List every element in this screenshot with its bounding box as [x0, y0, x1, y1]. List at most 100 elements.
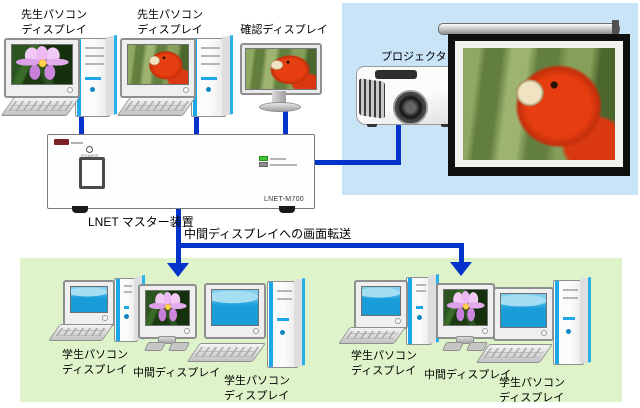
tower-slot [277, 318, 289, 321]
power-button-icon [280, 330, 286, 335]
cable-confirm-display [283, 110, 288, 135]
parrot-screen-image [127, 44, 189, 85]
projector-device [356, 66, 466, 127]
master-foot [72, 206, 88, 213]
student-pc-b1 [338, 274, 450, 347]
tower-slot [85, 77, 101, 80]
power-button-icon [124, 314, 130, 319]
led-label-text [270, 164, 297, 166]
monitor-power-dot [253, 328, 259, 334]
teacher-pc-2-keyboard [116, 97, 196, 116]
keyboard-keys [55, 328, 108, 336]
student-pc-b2-keyboard [475, 344, 553, 363]
projected-parrot-image [463, 48, 615, 160]
drive-bay [124, 285, 132, 287]
cable-teacher-pc1 [79, 116, 84, 135]
keyboard-keys [124, 101, 190, 111]
student-pc-a2-tower [267, 278, 305, 368]
keyboard-keys [345, 331, 400, 339]
tower-stripe [269, 282, 273, 367]
cable-master-to-projector-horizontal [311, 160, 401, 165]
tower-side [294, 278, 305, 367]
blue-screen-image [211, 289, 259, 326]
confirm-display-base [259, 102, 301, 112]
arrow-down-left-icon [167, 263, 189, 277]
status-led-green [259, 156, 268, 161]
tower-stripe [408, 278, 412, 344]
student-pc-a1-keyboard [48, 324, 114, 341]
teacher-pc-1-tower [75, 35, 117, 117]
brand-logo [54, 139, 69, 145]
student-pc-a1 [48, 275, 160, 347]
projector-foot [367, 124, 377, 127]
drive-bay [201, 47, 220, 49]
student-pc-a2-label: 学生パソコン ディスプレイ [224, 375, 290, 402]
drive-bay [124, 291, 132, 293]
student-pc-b2-label: 学生パソコン ディスプレイ [499, 377, 565, 404]
teacher-pc-1-label: 先生パソコン ディスプレイ [21, 9, 87, 36]
middle-display-2-label: 中間ディスプレイ [424, 369, 512, 381]
power-button-icon [417, 315, 423, 320]
teacher-pc-2-tower [191, 35, 233, 117]
student-pc-a1-monitor [63, 280, 115, 326]
middle-display-1-monitor [138, 284, 197, 339]
student-pc-b1-monitor [354, 280, 408, 329]
monitor-power-dot [102, 315, 108, 321]
projector-lens-icon [393, 90, 428, 125]
monitor-power-dot [183, 87, 189, 93]
drive-bay [277, 298, 292, 300]
projector-label: プロジェクタ [381, 51, 447, 63]
projector-foot [441, 124, 451, 127]
arrow-down-right-icon [450, 262, 472, 276]
cable-branch-horizontal [176, 243, 464, 248]
power-button-icon [205, 87, 211, 92]
student-pc-a1-label: 学生パソコン ディスプレイ [62, 349, 128, 376]
teacher-pc-1-monitor [4, 38, 80, 98]
projector-vents [359, 78, 385, 119]
brand-logo-text [71, 142, 83, 144]
teacher-pc-2 [116, 35, 233, 119]
tower-side [106, 35, 117, 116]
screen-bracket [612, 20, 619, 34]
blue-screen-image [70, 286, 108, 313]
teacher-pc-2-monitor [120, 38, 196, 98]
drive-bay [85, 55, 104, 57]
drive-bay [277, 290, 292, 292]
tower-slot [201, 77, 217, 80]
flower-screen-image [443, 289, 488, 326]
monitor-power-dot [395, 318, 401, 324]
tower-stripe [116, 279, 120, 341]
teacher-pc-1-keyboard [0, 97, 80, 116]
blue-screen-image [500, 293, 547, 328]
confirm-display-label: 確認ディスプレイ [240, 24, 328, 36]
middle-display-2-foot [441, 342, 465, 351]
middle-display-1-label: 中間ディスプレイ [133, 367, 221, 379]
tower-slot [563, 317, 575, 320]
drive-bay [85, 63, 104, 65]
power-label: POWER [81, 153, 99, 158]
blue-screen-image [361, 286, 401, 316]
teacher-pc-2-label: 先生パソコン ディスプレイ [137, 9, 203, 36]
led-label-text [270, 158, 286, 160]
parrot-screen-image [245, 48, 317, 90]
middle-display-1-neck [158, 336, 176, 344]
drive-bay [416, 284, 426, 286]
monitor-power-dot [184, 328, 190, 334]
tower-side [580, 277, 591, 364]
master-caption: LNET マスター装置 [88, 215, 194, 229]
student-pc-b2 [475, 277, 602, 370]
middle-display-1 [138, 283, 198, 353]
middle-display-2-neck [456, 336, 474, 344]
drive-bay [85, 47, 104, 49]
flower-screen-image [145, 290, 190, 326]
keyboard-keys [483, 348, 547, 358]
tower-side [222, 35, 233, 116]
drive-bay [563, 297, 578, 299]
master-model-text: LNET-M700 [263, 196, 304, 203]
keyboard-keys [194, 347, 260, 357]
drive-bay [416, 290, 426, 292]
middle-display-1-foot [143, 342, 167, 351]
monitor-power-dot [67, 87, 73, 93]
tower-slot [124, 306, 129, 309]
